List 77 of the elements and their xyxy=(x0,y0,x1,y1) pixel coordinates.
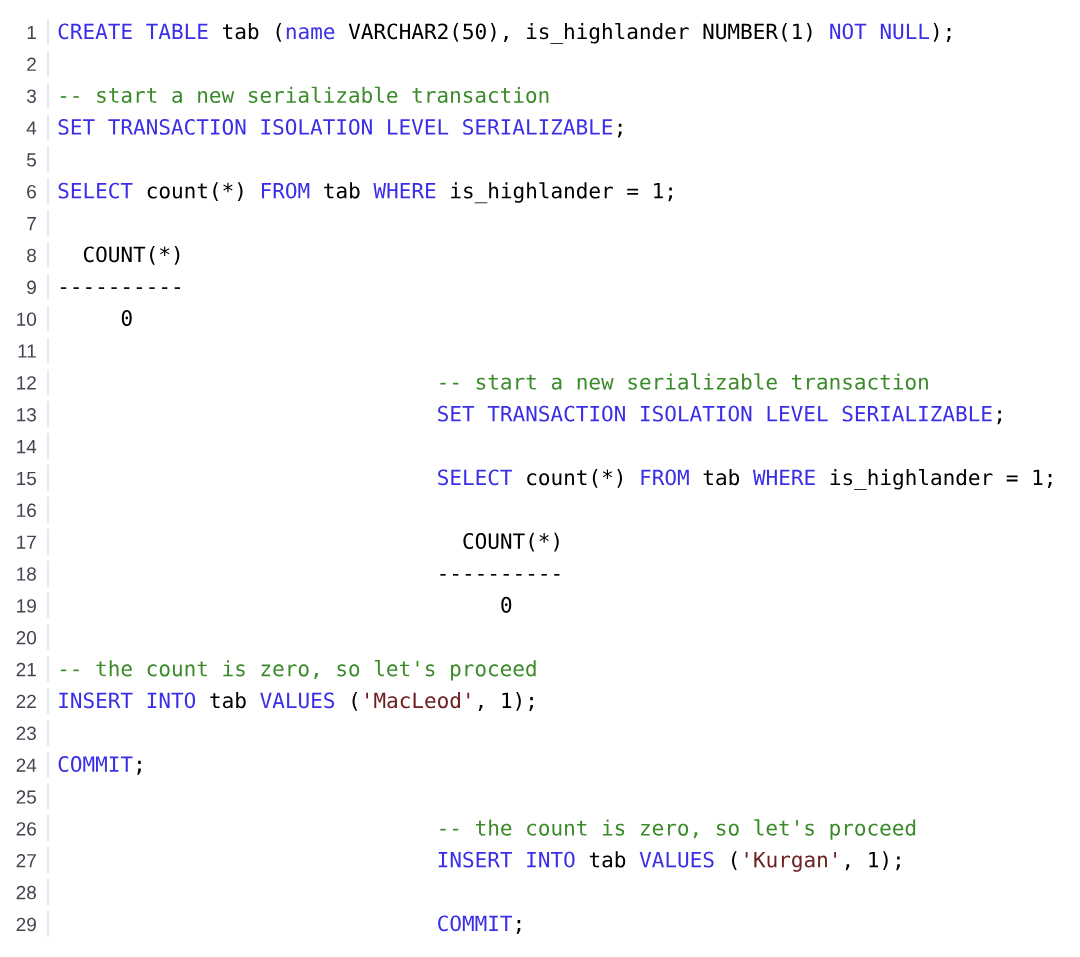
code-text: ; xyxy=(997,410,1002,425)
code-keyword: COMMIT xyxy=(58,756,133,772)
line-number: 10 xyxy=(17,312,37,326)
line-number: 1 xyxy=(27,25,36,39)
code-keyword: SELECT xyxy=(438,469,513,486)
code-keyword: FROM xyxy=(262,182,310,199)
line-number: 25 xyxy=(16,790,36,804)
line-number: 5 xyxy=(27,153,36,167)
code-text: tab xyxy=(589,851,626,868)
line-number: 22 xyxy=(16,694,36,708)
code-text: count(*) xyxy=(527,469,623,488)
code-text: 0 xyxy=(501,596,512,613)
line-number: 23 xyxy=(16,726,36,741)
code-text: COUNT(*) xyxy=(463,532,559,552)
line-number: 26 xyxy=(16,822,36,836)
code-text: ( xyxy=(352,692,358,711)
code-text: is_highlander = 1; xyxy=(451,182,672,204)
line-number: 19 xyxy=(17,599,36,613)
code-keyword: INSERT INTO xyxy=(438,851,575,868)
line-number: 20 xyxy=(16,631,37,645)
code-keyword: VALUES xyxy=(639,851,714,868)
code-text: , 1); xyxy=(845,851,900,871)
code-keyword: SET TRANSACTION ISOLATION LEVEL SERIALIZABLE xyxy=(58,119,613,135)
line-number: 29 xyxy=(16,917,36,932)
code-keyword: SET TRANSACTION ISOLATION LEVEL SERIALIZABLE xyxy=(438,405,992,422)
code-text: COUNT(*) xyxy=(83,246,180,265)
code-text: tab ( xyxy=(223,23,282,42)
code-text: tab xyxy=(210,692,246,709)
code-keyword: NOT NULL xyxy=(830,23,930,40)
line-number: 24 xyxy=(16,758,37,772)
code-string: 'Kurgan' xyxy=(745,851,836,872)
code-text: ; xyxy=(137,760,141,775)
line-number: 12 xyxy=(17,376,36,390)
code-text: tab xyxy=(703,469,740,486)
code-text: ; xyxy=(617,123,622,138)
code-keyword: name xyxy=(286,27,335,40)
line-number: 16 xyxy=(17,503,36,518)
line-number: 6 xyxy=(27,185,36,199)
code-keyword: FROM xyxy=(641,469,689,486)
code-text: ); xyxy=(933,23,951,42)
code-comment: -- the count is zero, so let's proceed xyxy=(440,819,916,840)
code-text: ; xyxy=(516,920,521,934)
line-number: 7 xyxy=(27,217,36,231)
code-text: ---------- xyxy=(440,574,560,576)
code-text: tab xyxy=(324,182,360,199)
line-number: 8 xyxy=(27,248,36,263)
line-number: 3 xyxy=(26,89,36,103)
line-number: 15 xyxy=(17,471,36,486)
line-number: 27 xyxy=(16,854,36,868)
code-text: ( xyxy=(732,851,737,871)
code-keyword: VALUES xyxy=(260,692,335,709)
line-number: 14 xyxy=(17,440,37,454)
line-number: 11 xyxy=(18,344,36,358)
code-text: , 1); xyxy=(478,692,533,711)
code-comment: -- start a new serializable transaction xyxy=(440,373,928,390)
code-comment: -- the count is zero, so let's proceed xyxy=(60,660,536,681)
line-number: 4 xyxy=(26,121,37,135)
code-keyword: SELECT xyxy=(58,182,133,199)
code-keyword: CREATE TABLE xyxy=(58,23,208,40)
code-string: 'MacLeod' xyxy=(366,692,470,709)
code-text: VARCHAR2(50), is_highlander NUMBER(1) xyxy=(348,22,812,44)
code-keyword: WHERE xyxy=(373,182,436,199)
line-number: 17 xyxy=(17,535,36,549)
code-text: count(*) xyxy=(147,182,243,202)
code-keyword: INSERT INTO xyxy=(59,692,196,709)
line-number: 28 xyxy=(16,885,36,900)
line-number: 21 xyxy=(16,662,36,677)
code-keyword: COMMIT xyxy=(438,915,513,932)
code-text: ---------- xyxy=(60,287,180,289)
line-number: 2 xyxy=(27,57,36,71)
code-text: is_highlander = 1; xyxy=(830,468,1052,490)
code-text: 0 xyxy=(121,310,132,326)
code-comment: -- start a new serializable transaction xyxy=(60,86,549,103)
line-number: 9 xyxy=(27,280,36,295)
line-number: 18 xyxy=(17,567,36,581)
code-keyword: WHERE xyxy=(752,469,815,485)
line-number: 13 xyxy=(17,408,36,422)
